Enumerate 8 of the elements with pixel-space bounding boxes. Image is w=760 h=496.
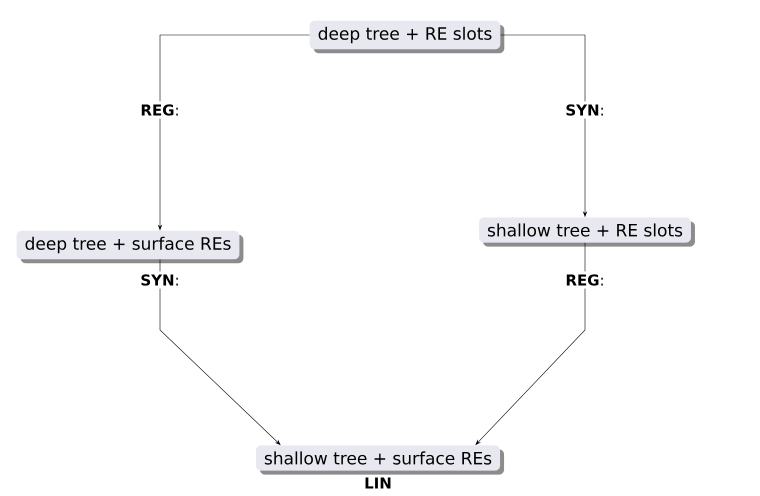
edge-label: REG: xyxy=(562,271,608,289)
process-box: deep tree + RE slots xyxy=(310,20,504,54)
process-box: shallow tree + RE slots xyxy=(479,217,695,247)
process-box: deep tree + surface REs xyxy=(16,230,244,264)
process-box: shallow tree + surface REs xyxy=(256,445,504,475)
edge-label: SYN: xyxy=(137,271,183,289)
edge-label: REG: xyxy=(137,101,183,119)
edge-label: SYN: xyxy=(562,101,608,119)
